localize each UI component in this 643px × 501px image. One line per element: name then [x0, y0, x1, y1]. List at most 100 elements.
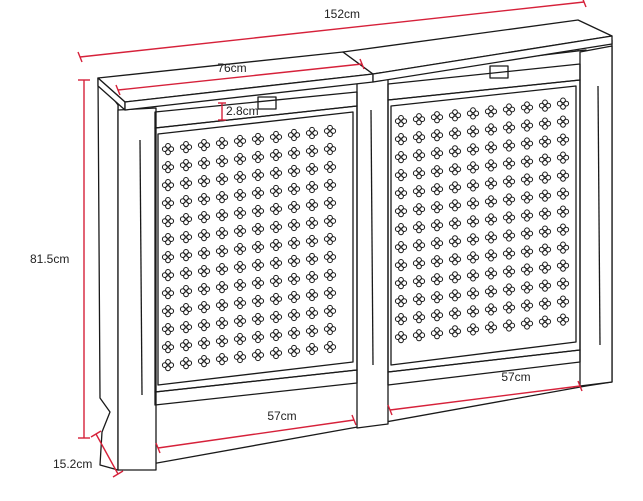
- lattice-cutout: [287, 164, 301, 178]
- lattice-cutout: [538, 117, 552, 130]
- lattice-cutout: [323, 250, 337, 264]
- lattice-cutout: [556, 205, 570, 218]
- lattice-cutout: [394, 223, 408, 236]
- dim-total-width-tick-right: [582, 0, 587, 8]
- right-lattice: [394, 97, 570, 344]
- lattice-cutout: [323, 268, 337, 282]
- lattice-cutout: [323, 160, 337, 174]
- dim-total-width-line: [79, 1, 585, 58]
- lattice-cutout: [233, 170, 247, 184]
- lattice-cutout: [215, 317, 229, 330]
- lattice-cutout: [161, 215, 175, 228]
- lattice-cutout: [448, 109, 462, 122]
- lattice-cutout: [251, 312, 265, 326]
- lattice-cutout: [269, 256, 283, 270]
- lattice-cutout: [394, 151, 408, 164]
- lattice-cutout: [466, 251, 480, 264]
- left-lattice: [161, 124, 337, 372]
- lattice-cutout: [466, 269, 480, 282]
- lattice-cutout: [269, 148, 283, 162]
- rail-cutout-right: [489, 65, 509, 79]
- left-bottom-rail: [154, 369, 358, 406]
- lattice-cutout: [305, 270, 319, 284]
- lattice-cutout: [394, 277, 408, 290]
- lattice-cutout: [484, 213, 498, 226]
- lattice-cutout: [448, 307, 462, 320]
- lattice-cutout: [520, 245, 534, 258]
- lattice-cutout: [269, 328, 283, 342]
- lattice-cutout: [251, 132, 265, 146]
- lattice-cutout: [556, 115, 570, 128]
- lattice-cutout: [466, 287, 480, 300]
- lattice-cutout: [556, 223, 570, 236]
- lattice-cutout: [448, 271, 462, 284]
- lattice-cutout: [161, 341, 175, 354]
- lattice-cutout: [448, 181, 462, 194]
- lattice-cutout: [412, 167, 426, 180]
- lattice-cutout: [556, 295, 570, 308]
- lattice-cutout: [502, 103, 516, 116]
- lattice-cutout: [430, 309, 444, 322]
- lattice-cutout: [556, 169, 570, 182]
- lattice-cutout: [197, 211, 211, 224]
- lattice-cutout: [197, 175, 211, 188]
- lattice-cutout: [215, 191, 229, 204]
- lattice-cutout: [520, 263, 534, 276]
- lattice-cutout: [466, 323, 480, 336]
- right-leg: [579, 45, 613, 387]
- lattice-cutout: [466, 215, 480, 228]
- lattice-cutout: [448, 163, 462, 176]
- dim-right-span-tick-right: [577, 380, 583, 392]
- lattice-cutout: [179, 321, 193, 334]
- lattice-cutout: [233, 260, 247, 274]
- dim-left-span-tick-right: [351, 414, 357, 426]
- lattice-cutout: [466, 179, 480, 192]
- lattice-cutout: [305, 144, 319, 158]
- lattice-cutout: [556, 151, 570, 164]
- lattice-cutout: [323, 214, 337, 228]
- lattice-cutout: [233, 134, 247, 148]
- lattice-cutout: [269, 166, 283, 180]
- lattice-cutout: [233, 152, 247, 166]
- left-side-panel: [97, 77, 119, 471]
- lattice-cutout: [323, 196, 337, 210]
- lattice-cutout: [197, 301, 211, 314]
- lattice-cutout: [538, 153, 552, 166]
- lattice-cutout: [556, 133, 570, 146]
- lattice-cutout: [161, 233, 175, 246]
- lattice-cutout: [251, 204, 265, 218]
- lattice-cutout: [269, 220, 283, 234]
- dim-depth-line: [95, 433, 119, 475]
- dim-left-span-tick-left: [155, 442, 161, 454]
- lattice-cutout: [287, 308, 301, 322]
- lattice-cutout: [484, 285, 498, 298]
- lattice-cutout: [394, 187, 408, 200]
- lattice-cutout: [251, 330, 265, 344]
- lattice-cutout: [287, 272, 301, 286]
- dim-depth-tick-bottom: [112, 470, 124, 478]
- lattice-cutout: [287, 290, 301, 304]
- lattice-cutout: [412, 311, 426, 324]
- dim-right-span-line: [389, 385, 581, 411]
- lattice-cutout: [430, 219, 444, 232]
- lattice-cutout: [502, 121, 516, 134]
- lattice-cutout: [233, 224, 247, 238]
- lattice-cutout: [287, 326, 301, 340]
- lattice-cutout: [179, 159, 193, 172]
- lattice-cutout: [305, 324, 319, 338]
- label-right-span: 57cm: [501, 370, 530, 384]
- lattice-cutout: [556, 313, 570, 326]
- lattice-cutout: [538, 99, 552, 112]
- lattice-cutout: [251, 150, 265, 164]
- lattice-cutout: [466, 125, 480, 138]
- lattice-cutout: [556, 277, 570, 290]
- lattice-cutout: [520, 155, 534, 168]
- lattice-cutout: [287, 128, 301, 142]
- lattice-cutout: [430, 147, 444, 160]
- left-leg: [117, 107, 157, 471]
- lattice-cutout: [215, 335, 229, 348]
- lattice-cutout: [197, 229, 211, 242]
- lattice-cutout: [412, 293, 426, 306]
- lattice-cutout: [179, 285, 193, 298]
- lattice-cutout: [233, 188, 247, 202]
